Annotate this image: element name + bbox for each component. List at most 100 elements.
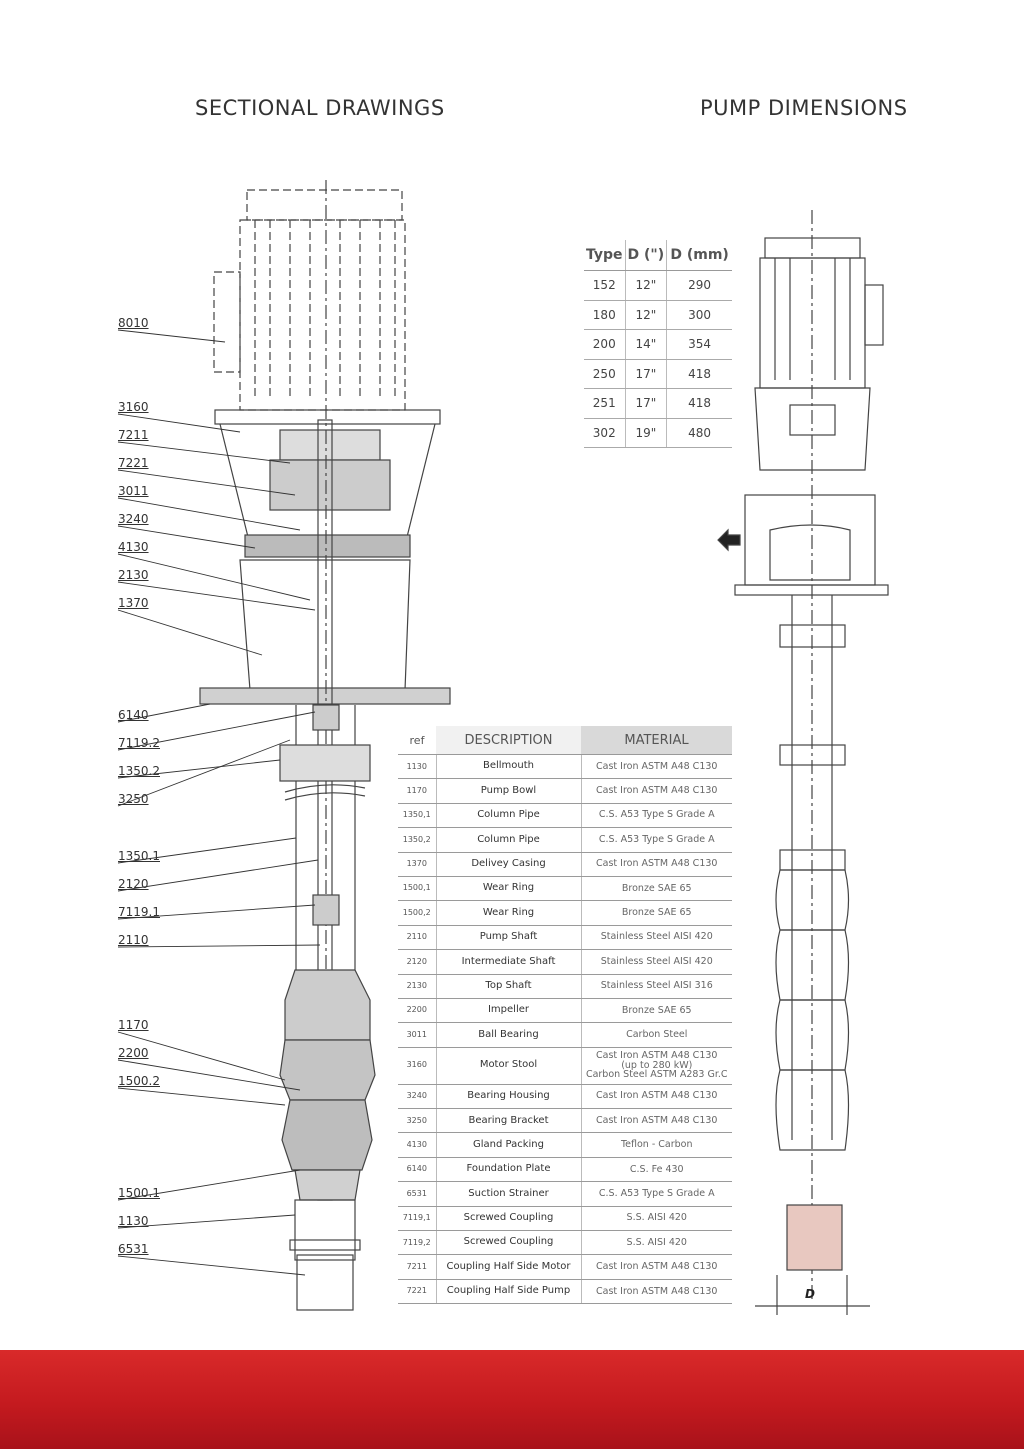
dim-type: 200 [584,329,626,360]
mat-ref: 4130 [398,1132,437,1158]
mat-description: Pump Bowl [436,778,582,804]
mat-description: Wear Ring [436,900,582,926]
dim-header-d-inch: D (") [624,240,667,271]
mat-ref: 3160 [398,1047,437,1085]
callout-3160: 3160 [118,400,149,414]
callout-3240: 3240 [118,512,149,526]
mat-description: Intermediate Shaft [436,949,582,975]
mat-material: Cast Iron ASTM A48 C130 (up to 280 kW) C… [581,1047,732,1085]
dim-header-d-mm: D (mm) [666,240,732,271]
mat-description: Column Pipe [436,827,582,853]
mat-description: Screwed Coupling [436,1206,582,1232]
dimension-d-label: D [805,1287,815,1301]
mat-ref: 3011 [398,1022,437,1048]
dim-d-mm: 418 [666,388,732,419]
mat-material: C.S. A53 Type S Grade A [581,827,732,853]
dim-type: 152 [584,270,626,301]
mat-header-material: MATERIAL [581,726,732,755]
pump-dimensions-title: PUMP DIMENSIONS [700,96,908,120]
mat-description: Motor Stool [436,1047,582,1085]
mat-material: Cast Iron ASTM A48 C130 [581,754,732,780]
dim-type: 302 [584,418,626,448]
mat-description: Bearing Housing [436,1084,582,1110]
dim-type: 180 [584,300,626,330]
callout-2200: 2200 [118,1046,149,1060]
dimension-table-header: Type D (") D (mm) [584,240,732,271]
dim-d-mm: 290 [666,270,732,301]
mat-header-ref: ref [398,726,436,755]
material-table-header: ref DESCRIPTION MATERIAL [398,726,732,755]
mat-material: Cast Iron ASTM A48 C130 [581,1279,732,1305]
sectional-drawings-title: SECTIONAL DRAWINGS [195,96,445,120]
callout-1130: 1130 [118,1214,149,1228]
mat-material: Stainless Steel AISI 316 [581,974,732,999]
mat-ref: 1370 [398,852,437,877]
mat-material: Cast Iron ASTM A48 C130 [581,1108,732,1134]
mat-material: Stainless Steel AISI 420 [581,925,732,951]
mat-material: S.S. AISI 420 [581,1230,732,1256]
mat-description: Bellmouth [436,754,582,780]
callout-2110: 2110 [118,933,149,947]
callout-7211: 7211 [118,428,149,442]
pump-outline [717,210,889,1315]
callout-7119-2: 7119.2 [118,736,160,750]
mat-description: Gland Packing [436,1132,582,1158]
dim-d-mm: 300 [666,300,732,330]
callout-2130: 2130 [118,568,149,582]
mat-ref: 6140 [398,1157,437,1183]
dim-header-type: Type [584,240,626,271]
mat-ref: 1350,1 [398,803,437,829]
mat-ref: 6531 [398,1181,437,1207]
callout-1370: 1370 [118,596,149,610]
dim-d-inch: 17" [624,359,667,389]
mat-material: Carbon Steel [581,1022,732,1048]
dim-d-inch: 17" [624,388,667,419]
mat-material: Cast Iron ASTM A48 C130 [581,1084,732,1110]
dim-d-inch: 12" [624,300,667,330]
callout-1500-2: 1500.2 [118,1074,160,1088]
mat-material: Bronze SAE 65 [581,900,732,926]
dim-d-mm: 480 [666,418,732,448]
mat-ref: 1130 [398,754,437,780]
callout-7221: 7221 [118,456,149,470]
mat-header-description: DESCRIPTION [436,726,581,755]
mat-description: Coupling Half Side Pump [436,1279,582,1305]
mat-ref: 1500,2 [398,900,437,926]
mat-description: Impeller [436,998,582,1024]
mat-description: Ball Bearing [436,1022,582,1048]
mat-description: Column Pipe [436,803,582,829]
callout-3011: 3011 [118,484,149,498]
mat-description: Top Shaft [436,974,582,999]
mat-description: Foundation Plate [436,1157,582,1183]
mat-ref: 2120 [398,949,437,975]
dim-d-inch: 12" [624,270,667,301]
mat-description: Pump Shaft [436,925,582,951]
dim-type: 250 [584,359,626,389]
mat-material: Bronze SAE 65 [581,876,732,902]
sectional-drawing [199,180,451,1311]
callout-2120: 2120 [118,877,149,891]
mat-description: Coupling Half Side Motor [436,1254,582,1280]
callout-1350-2: 1350.2 [118,764,160,778]
mat-ref: 7119,1 [398,1206,437,1232]
mat-ref: 1170 [398,778,437,804]
